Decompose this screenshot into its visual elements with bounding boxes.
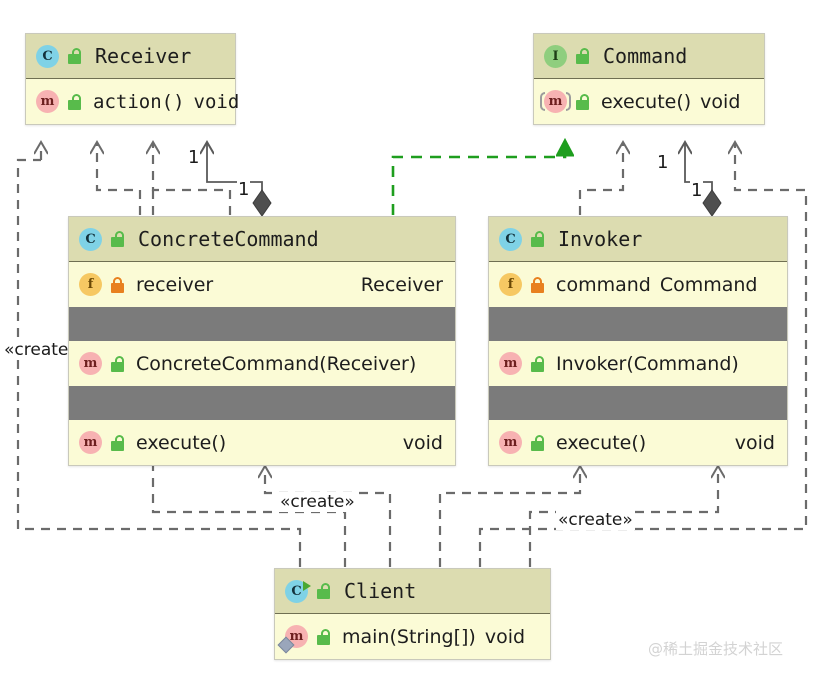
lock-public-icon	[110, 355, 125, 372]
member-row[interactable]: m ConcreteCommand(Receiver)	[69, 341, 455, 386]
diamond-concretecommand	[252, 189, 272, 217]
run-arrow-icon	[303, 580, 311, 591]
edge-client-command	[478, 143, 808, 567]
member-row[interactable]: f receiver Receiver	[69, 262, 455, 307]
class-header-receiver: C Receiver	[26, 34, 235, 79]
section-separator	[489, 386, 787, 420]
edge-concretecommand-receiver	[97, 143, 142, 215]
multiplicity-command-bottom: 1	[690, 180, 704, 201]
lock-public-icon	[530, 434, 545, 451]
member-name: execute()	[556, 431, 647, 454]
section-separator	[69, 307, 455, 341]
multiplicity-command-top: 1	[656, 152, 670, 173]
method-icon: m	[499, 352, 522, 375]
class-runnable-icon: C	[285, 579, 311, 603]
section-separator	[489, 307, 787, 341]
lock-public-icon	[67, 48, 82, 64]
method-static-icon: m	[277, 625, 308, 654]
member-name: execute()	[136, 431, 227, 454]
member-row[interactable]: m Invoker(Command)	[489, 341, 787, 386]
class-box-concretecommand[interactable]: C ConcreteCommand f receiver Receiver m	[68, 216, 456, 466]
class-box-invoker[interactable]: C Invoker f command Command m	[488, 216, 788, 466]
class-icon: C	[499, 227, 522, 251]
member-type: Receiver	[360, 273, 443, 296]
abstract-method-icon: m	[540, 90, 571, 113]
member-row[interactable]: f command Command	[489, 262, 787, 307]
method-icon: m	[36, 90, 59, 113]
member-name: Invoker(Command)	[556, 352, 739, 375]
create-label-right: «create»	[556, 510, 635, 530]
lock-public-icon	[316, 628, 331, 645]
member-name: action()	[93, 90, 185, 113]
create-label-left: «create»	[2, 340, 81, 360]
member-row[interactable]: m action() void	[26, 79, 239, 124]
edge-aggregation-receiver	[207, 143, 263, 200]
member-type: void	[402, 431, 443, 454]
member-row[interactable]: m execute() void	[534, 79, 764, 124]
multiplicity-receiver-bottom: 1	[237, 179, 251, 200]
lock-public-icon	[530, 355, 545, 372]
edge-invoker-command-dep	[578, 143, 623, 215]
create-label-middle: «create»	[278, 492, 357, 512]
class-header-invoker: C Invoker	[489, 217, 787, 262]
member-name: execute()	[601, 90, 692, 113]
class-name-concretecommand: ConcreteCommand	[138, 227, 319, 251]
interface-icon: I	[544, 44, 567, 68]
lock-public-icon	[316, 583, 331, 599]
lock-public-icon	[67, 93, 82, 110]
class-name-command: Command	[603, 44, 688, 68]
member-type: Command	[659, 273, 758, 296]
member-name: command	[556, 273, 651, 296]
member-row[interactable]: m execute() void	[489, 420, 787, 465]
lock-public-icon	[575, 48, 590, 64]
lock-public-icon	[575, 93, 590, 110]
lock-private-icon	[110, 276, 125, 293]
realization-edge	[391, 140, 565, 215]
watermark: @稀土掘金技术社区	[648, 640, 784, 658]
field-icon: f	[79, 273, 102, 296]
lock-public-icon	[110, 231, 125, 247]
edge-client-receiver	[16, 158, 302, 567]
lock-public-icon	[530, 231, 545, 247]
class-header-client: C Client	[275, 569, 550, 614]
member-name: receiver	[136, 273, 214, 296]
section-separator	[69, 386, 455, 420]
member-type: void	[700, 90, 741, 113]
class-name-receiver: Receiver	[95, 44, 192, 68]
class-name-client: Client	[344, 579, 417, 603]
class-header-command: I Command	[534, 34, 764, 79]
edge-concretecommand-implements-command	[391, 140, 565, 215]
member-name: ConcreteCommand(Receiver)	[136, 352, 417, 375]
method-icon: m	[79, 352, 102, 375]
lock-public-icon	[110, 434, 125, 451]
edge-client-invoker-a	[438, 467, 580, 567]
member-row[interactable]: m main(String[]) void	[275, 614, 550, 659]
aggregation-diamonds	[252, 189, 722, 217]
member-row[interactable]: m execute() void	[69, 420, 455, 465]
edge-client-concretecommand	[265, 467, 392, 567]
class-name-invoker: Invoker	[558, 227, 643, 251]
member-name: main(String[])	[342, 625, 476, 648]
member-type: void	[193, 90, 240, 113]
diamond-invoker	[702, 189, 722, 217]
class-icon: C	[79, 227, 102, 251]
class-box-command[interactable]: I Command m execute() void	[533, 33, 765, 125]
member-type: void	[484, 625, 526, 648]
class-box-client[interactable]: C Client m main(String[]) void	[274, 568, 551, 660]
aggregation-edges	[207, 143, 713, 200]
class-header-concretecommand: C ConcreteCommand	[69, 217, 455, 262]
class-icon: C	[36, 44, 59, 68]
member-type: void	[734, 431, 775, 454]
lock-private-icon	[530, 276, 545, 293]
class-box-receiver[interactable]: C Receiver m action() void	[25, 33, 239, 125]
multiplicity-receiver-top: 1	[187, 147, 201, 168]
field-icon: f	[499, 273, 522, 296]
method-icon: m	[499, 431, 522, 454]
method-icon: m	[79, 431, 102, 454]
